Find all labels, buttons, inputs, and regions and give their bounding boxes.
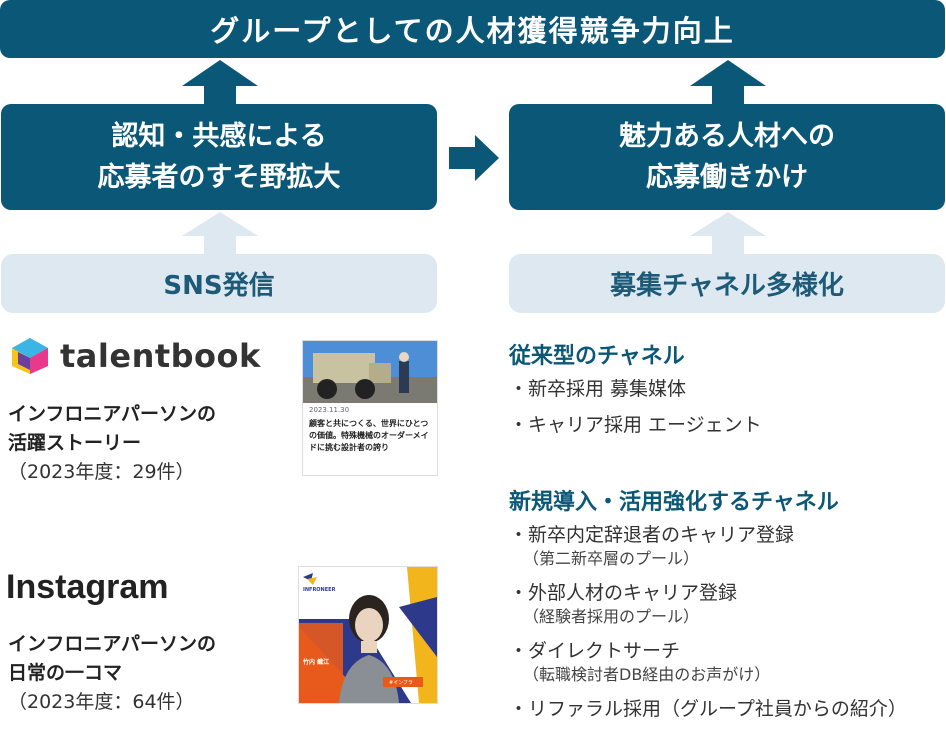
talentbook-article-card: 2023.11.30 顧客と共につくる、世界にひとつの価値。特殊機械のオーダーメ… [302, 340, 438, 476]
talentbook-desc-line1: インフロニアパーソンの [8, 403, 217, 425]
instagram-desc-line2: 日常の一コマ [8, 662, 123, 684]
talentbook-description: インフロニアパーソンの 活躍ストーリー （2023年度：29件） [8, 400, 216, 487]
channel-diversification-box: 募集チャネル多様化 [509, 254, 945, 313]
list-item: ・リファラル採用（グループ社員からの紹介） [509, 696, 907, 722]
instagram-count: （2023年度：64件） [8, 691, 195, 713]
talentbook-card-date: 2023.11.30 [309, 406, 350, 414]
talentbook-desc-line2: 活躍ストーリー [8, 432, 142, 454]
conventional-channels-title: 従来型のチャネル [509, 344, 685, 369]
conventional-channels-list: ・新卒採用 募集媒体 ・キャリア採用 エージェント [509, 376, 762, 438]
talentbook-card-title: 顧客と共につくる、世界にひとつの価値。特殊機械のオーダーメイドに挑む設計者の誇り [309, 419, 429, 452]
list-item: ・キャリア採用 エージェント [509, 414, 762, 436]
list-item: ・新卒採用 募集媒体 [509, 378, 687, 400]
outreach-box: 魅力ある人材への 応募働きかけ [509, 104, 945, 210]
up-arrow-icon [690, 60, 766, 104]
awareness-box: 認知・共感による 応募者のすそ野拡大 [1, 104, 437, 210]
outreach-line1: 魅力ある人材への [619, 121, 835, 152]
instagram-post-brand: INFRONEER [303, 587, 336, 593]
list-item-sub: （転職検討者DB経由のお声がけ） [523, 665, 771, 684]
new-channels-title: 新規導入・活用強化するチャネル [509, 490, 839, 515]
talentbook-count: （2023年度：29件） [8, 461, 195, 483]
instagram-post-photo [299, 567, 437, 703]
up-arrow-icon [182, 60, 258, 104]
dump-truck-photo [303, 341, 437, 403]
sns-box: SNS発信 [1, 254, 437, 313]
up-arrow-light-icon [182, 212, 258, 254]
instagram-post-card: INFRONEER 竹内 織江 #インフラ [298, 566, 438, 704]
instagram-wordmark: Instagram [6, 568, 169, 606]
list-item-main: ・リファラル採用（グループ社員からの紹介） [509, 698, 907, 720]
list-item: ・ダイレクトサーチ （転職検討者DB経由のお声がけ） [509, 638, 907, 686]
talentbook-logo: talentbook [8, 336, 261, 376]
outreach-line2: 応募働きかけ [646, 162, 808, 193]
up-arrow-light-icon [690, 212, 766, 254]
awareness-line2: 応募者のすそ野拡大 [97, 162, 341, 193]
list-item-sub: （経験者採用のプール） [523, 607, 700, 626]
awareness-line1: 認知・共感による [111, 121, 327, 152]
list-item-main: ・外部人材のキャリア登録 [509, 582, 738, 604]
instagram-desc-line1: インフロニアパーソンの [8, 633, 217, 655]
list-item: ・新卒内定辞退者のキャリア登録 （第二新卒層のプール） [509, 522, 907, 570]
list-item-main: ・ダイレクトサーチ [509, 640, 681, 662]
list-item: ・外部人材のキャリア登録 （経験者採用のプール） [509, 580, 907, 628]
list-item-main: ・新卒内定辞退者のキャリア登録 [509, 524, 795, 546]
instagram-post-name: 竹内 織江 [303, 659, 330, 666]
instagram-description: インフロニアパーソンの 日常の一コマ （2023年度：64件） [8, 630, 216, 717]
list-item-sub: （第二新卒層のプール） [523, 549, 700, 568]
instagram-post-tag: #インフラ [389, 680, 414, 686]
talentbook-mark-icon [12, 338, 48, 374]
talentbook-wordmark: talentbook [60, 337, 261, 375]
right-arrow-icon [449, 135, 499, 181]
top-goal-banner: グループとしての人材獲得競争力向上 [0, 0, 945, 58]
new-channels-list: ・新卒内定辞退者のキャリア登録 （第二新卒層のプール） ・外部人材のキャリア登録… [509, 522, 907, 722]
